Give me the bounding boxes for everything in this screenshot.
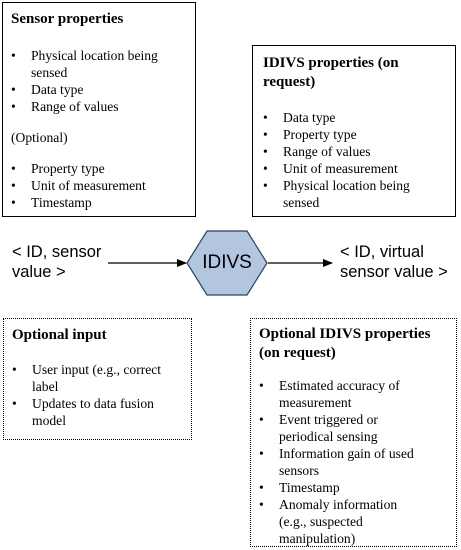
idivs-properties-title: IDIVS properties (on request) (263, 55, 399, 90)
optional-input-title: Optional input (12, 327, 107, 343)
list-item: •Timestamp (259, 480, 340, 495)
list-item: •Unit of measurement (263, 161, 398, 176)
list-item: •Data type (11, 82, 84, 97)
idivs-label: IDIVS (202, 252, 252, 273)
optional-input-list: •User input (e.g., correct label •Update… (12, 361, 162, 429)
list-item: •Range of values (263, 144, 371, 159)
list-item: •Estimated accuracy of measurement (259, 378, 400, 410)
list-item: •Physical location being sensed (263, 178, 410, 210)
optional-idivs-properties-list: •Estimated accuracy of measurement •Even… (259, 377, 419, 547)
list-item: •User input (e.g., correct label (12, 362, 162, 394)
list-item: •Data type (263, 110, 336, 125)
list-item: •Anomaly information (e.g., suspected ma… (259, 497, 398, 546)
list-item: •Range of values (11, 99, 119, 114)
list-item: •Event triggered or periodical sensing (259, 412, 378, 444)
input-label: < ID, sensor value > (12, 243, 102, 281)
sensor-properties-title: Sensor properties (11, 11, 124, 27)
idivs-hexagon (186, 230, 268, 296)
list-item: •Information gain of used sensors (259, 446, 414, 478)
sensor-optional-list: •Property type •Unit of measurement •Tim… (11, 160, 187, 211)
list-item: •Physical location being sensed (11, 48, 158, 80)
sensor-properties-list: •Physical location being sensed •Data ty… (11, 47, 187, 115)
sensor-properties-box: Sensor properties •Physical location bei… (2, 2, 196, 217)
list-item: •Property type (11, 161, 105, 176)
optional-idivs-properties-title: Optional IDIVS properties (on request) (259, 326, 431, 361)
list-item: •Timestamp (11, 195, 92, 210)
output-label: < ID, virtual sensor value > (340, 243, 448, 281)
idivs-properties-list: •Data type •Property type •Range of valu… (263, 109, 447, 211)
idivs-properties-box: IDIVS properties (on request) •Data type… (252, 45, 456, 217)
optional-label: (Optional) (11, 130, 68, 145)
optional-input-box: Optional input •User input (e.g., correc… (3, 318, 192, 440)
list-item: •Unit of measurement (11, 178, 146, 193)
list-item: •Property type (263, 127, 357, 142)
list-item: •Updates to data fusion model (12, 396, 154, 428)
optional-idivs-properties-box: Optional IDIVS properties (on request) •… (250, 318, 457, 547)
